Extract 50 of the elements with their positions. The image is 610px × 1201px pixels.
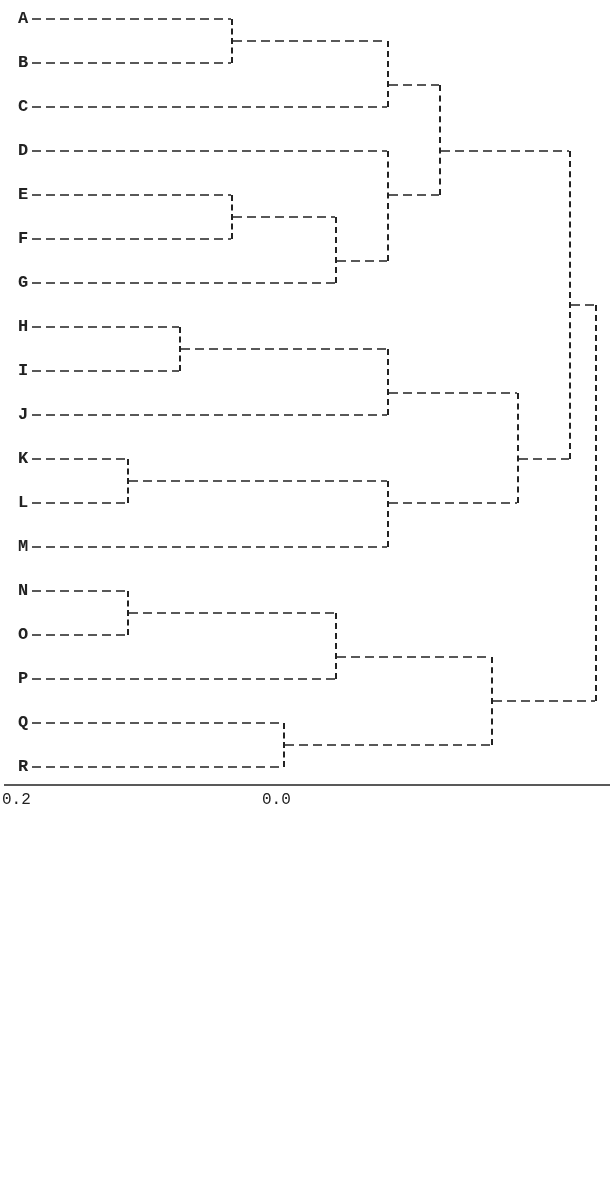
branch-line [31, 458, 128, 460]
leaf-label: E [18, 185, 29, 205]
branch-line [492, 700, 596, 702]
branch-line [336, 260, 388, 262]
branch-line [128, 480, 388, 482]
branch-line [518, 458, 570, 460]
branch-line [388, 194, 440, 196]
leaf-label: K [18, 449, 29, 469]
leaf-label: H [18, 317, 29, 337]
leaf-label: C [18, 97, 29, 117]
leaf-label: M [18, 537, 29, 557]
branch-line [31, 282, 336, 284]
branch-line [31, 194, 232, 196]
branch-line [31, 238, 232, 240]
branch-line [31, 590, 128, 592]
branch-line [31, 150, 388, 152]
branch-line [388, 84, 440, 86]
leaf-label: N [18, 581, 29, 601]
branch-line [570, 304, 596, 306]
leaf-label: I [18, 361, 29, 381]
branch-line [31, 326, 180, 328]
leaf-label: A [18, 9, 29, 29]
leaf-label: B [18, 53, 29, 73]
branch-line [440, 150, 570, 152]
leaf-label: J [18, 405, 29, 425]
branch-line [31, 62, 232, 64]
leaf-label: G [18, 273, 29, 293]
branch-line [128, 612, 336, 614]
branch-line [31, 370, 180, 372]
leaf-label: O [18, 625, 29, 645]
branch-line [31, 414, 388, 416]
branch-line [31, 18, 232, 20]
leaf-label: P [18, 669, 29, 689]
leaf-label: F [18, 229, 29, 249]
branch-line [180, 348, 388, 350]
branch-line [31, 678, 336, 680]
leaf-label: Q [18, 713, 29, 733]
branch-line [388, 392, 518, 394]
leaf-label: L [18, 493, 29, 513]
branch-line [31, 634, 128, 636]
axis-tick-label: 0.0 [262, 790, 291, 810]
leaf-label: R [18, 757, 29, 777]
branch-line [31, 502, 128, 504]
branch-line [284, 744, 492, 746]
branch-line [388, 502, 518, 504]
leaf-label: D [18, 141, 29, 161]
branch-line [31, 546, 388, 548]
axis-tick-label: 0.2 [2, 790, 31, 810]
branch-line [232, 216, 336, 218]
branch-line [31, 106, 388, 108]
